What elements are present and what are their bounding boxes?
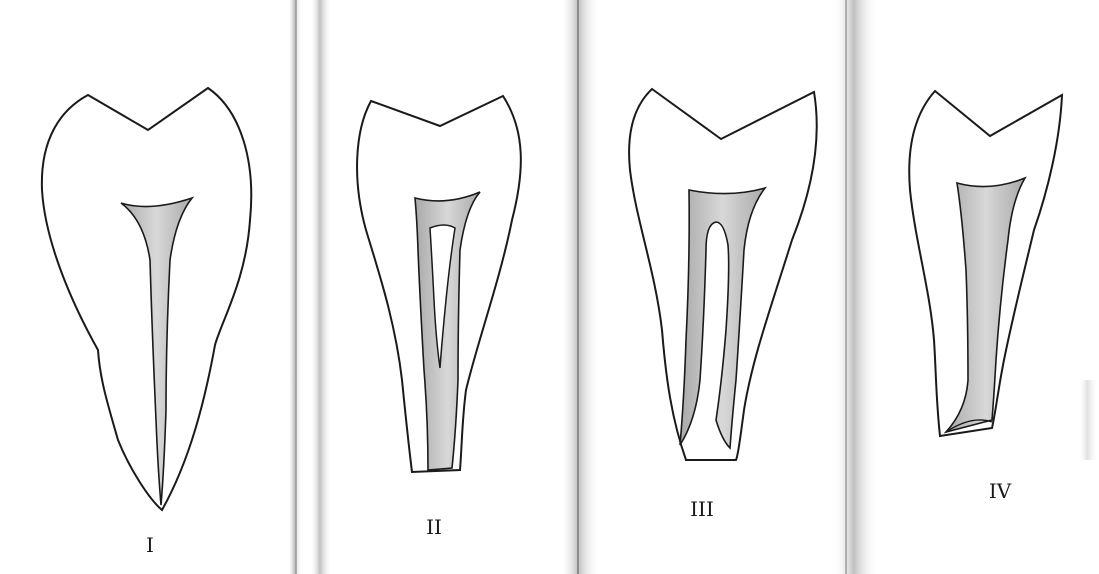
- divider-3: [560, 0, 600, 574]
- divider-4: [834, 0, 878, 574]
- tooth-type-II: II: [357, 96, 521, 539]
- tooth-outline: [42, 88, 251, 510]
- tooth-type-IV: IV: [909, 91, 1062, 503]
- tooth-type-I: I: [42, 88, 251, 557]
- panel-label-IV: IV: [989, 479, 1012, 503]
- divider-1: [288, 0, 302, 574]
- right-edge-shadow: [1078, 380, 1099, 460]
- panel-label-III: III: [690, 497, 714, 521]
- panel-label-II: II: [426, 515, 442, 539]
- tooth-type-III: III: [629, 89, 817, 521]
- divider-2: [310, 0, 332, 574]
- panel-label-I: I: [146, 533, 154, 557]
